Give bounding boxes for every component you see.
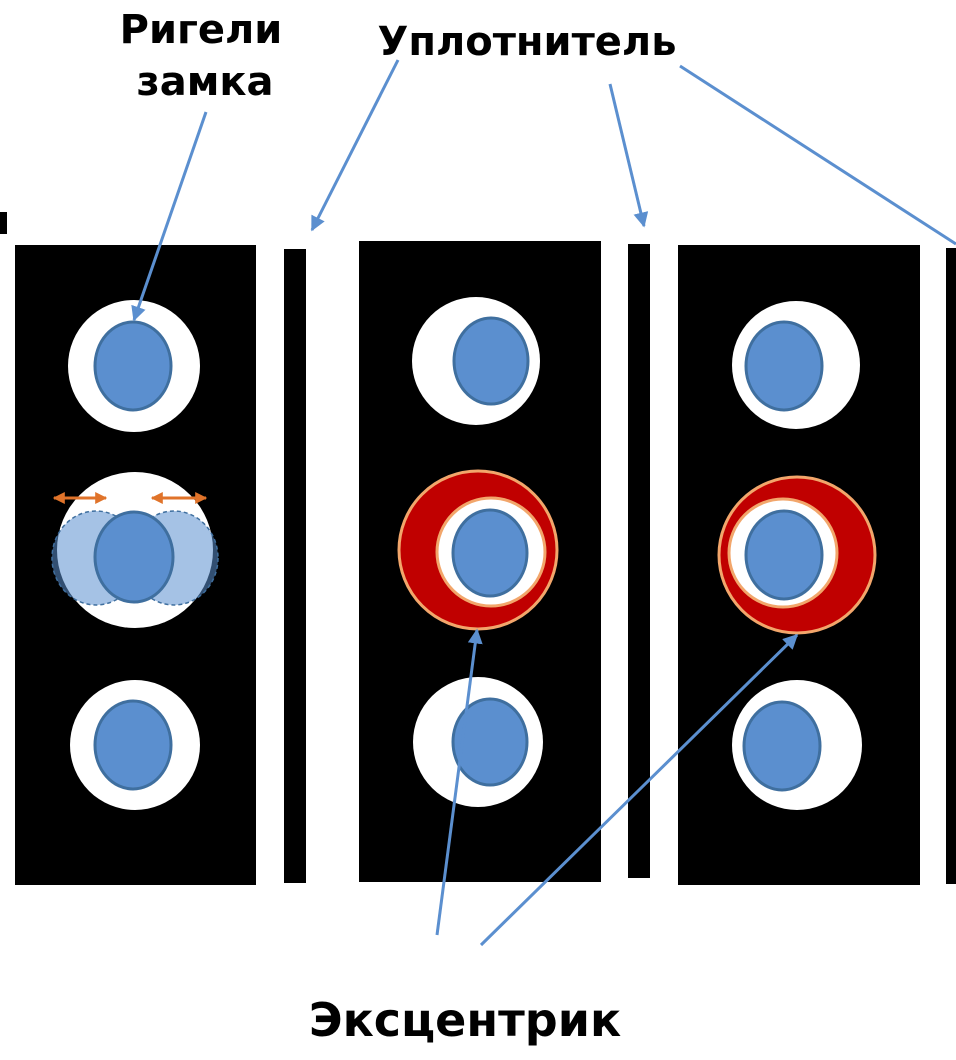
lock-bolt-2-middle <box>451 508 529 598</box>
leader-eccentric-3 <box>479 633 799 947</box>
lock-bolt-1-top <box>93 320 173 412</box>
leader-seal-2 <box>608 83 649 228</box>
eccentric-label: Эксцентрик <box>309 993 621 1047</box>
seal-strip-1 <box>284 249 306 883</box>
door-panel-2 <box>359 241 601 882</box>
lock-bolt-2-top <box>452 316 530 406</box>
lock-bolt-3-top <box>744 320 824 412</box>
door-panel-1 <box>15 245 256 885</box>
leader-eccentric-2 <box>435 628 483 936</box>
leader-seal-3 <box>679 64 956 246</box>
lock-bolt-3-bottom <box>742 700 822 792</box>
bolts-label-line1: Ригели <box>120 7 283 53</box>
cropped-text-fragment <box>0 212 7 234</box>
leader-seal-1 <box>310 59 400 232</box>
lock-bolt-1-middle <box>93 510 175 604</box>
seal-label: Уплотнитель <box>377 19 676 65</box>
lock-bolt-2-bottom <box>451 697 529 787</box>
bolts-label-line2: замка <box>136 59 273 105</box>
seal-strip-3 <box>946 248 956 884</box>
seal-strip-2 <box>628 244 650 878</box>
lock-bolt-3-middle <box>744 509 824 601</box>
leader-bolts <box>131 111 208 322</box>
door-panel-3 <box>678 245 920 885</box>
lock-bolt-1-bottom <box>93 699 173 791</box>
